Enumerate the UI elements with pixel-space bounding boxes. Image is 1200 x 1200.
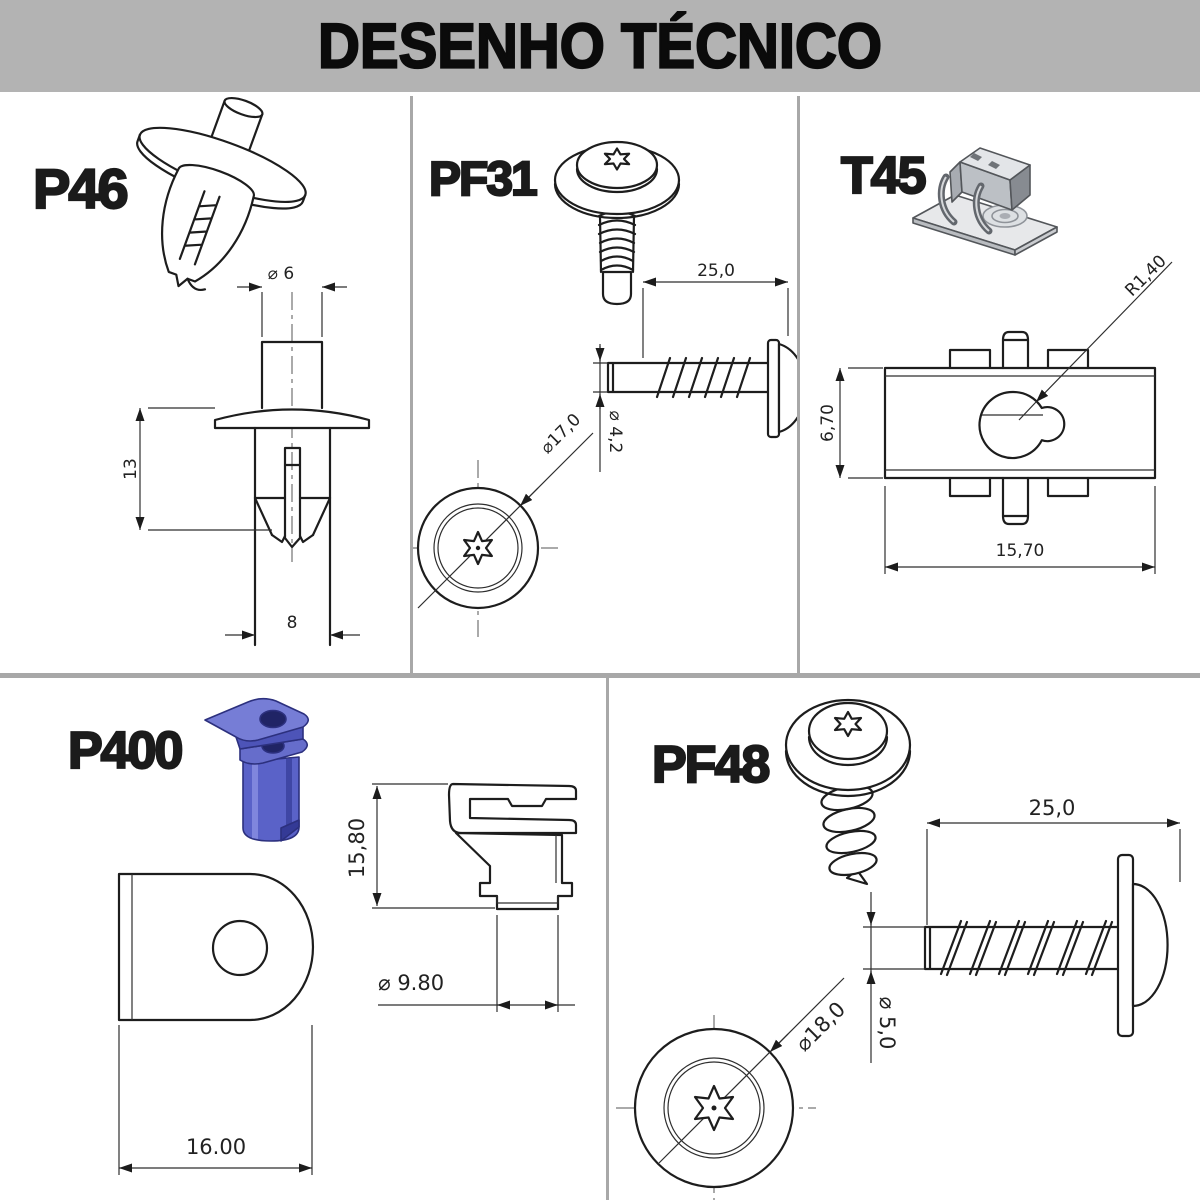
p400-dim-diameter: ⌀ 9.80 — [378, 971, 444, 995]
p400-label: P400 — [68, 722, 182, 780]
pf31-drawing: PF31 — [413, 140, 797, 637]
pf31-top-view — [413, 432, 594, 637]
t45-front-view — [883, 330, 1157, 526]
divider-vertical-3 — [606, 678, 609, 1200]
p400-dim-height: 15,80 — [345, 818, 369, 878]
pf48-dim-shaft-diameter: ⌀ 5,0 — [875, 997, 899, 1050]
pf31-dim-head-diameter: ⌀17,0 — [537, 410, 585, 458]
pf48-top-view — [616, 977, 845, 1200]
p46-dim-width: 8 — [287, 613, 298, 633]
pf48-side-view — [923, 853, 1169, 1038]
pf48-dim-length: 25,0 — [1029, 796, 1076, 820]
divider-horizontal — [0, 673, 1200, 678]
divider-vertical-1 — [410, 96, 413, 673]
p46-dim-diameter: ⌀ 6 — [268, 264, 294, 284]
p46-3d-view — [136, 96, 307, 291]
header-bar: DESENHO TÉCNICO — [0, 0, 1200, 92]
p46-dimensions: ⌀ 6 13 8 — [121, 264, 360, 640]
p46-label: P46 — [33, 157, 127, 220]
page-title: DESENHO TÉCNICO — [317, 10, 883, 82]
pf48-label: PF48 — [652, 736, 769, 794]
pf48-3d-view — [784, 698, 912, 886]
t45-3d-view — [912, 147, 1058, 256]
p400-dimensions: 15,80 ⌀ 9.80 16.00 — [118, 783, 575, 1175]
pf31-dim-length: 25,0 — [697, 261, 735, 281]
t45-drawing: T45 — [818, 146, 1173, 574]
panel-t45: T45 — [800, 92, 1200, 673]
panel-pf31: PF31 — [413, 92, 797, 673]
divider-vertical-2 — [797, 96, 800, 673]
t45-dim-height: 6,70 — [818, 404, 838, 442]
p400-profile-view — [447, 782, 578, 911]
pf48-drawing: PF48 — [616, 698, 1181, 1200]
panel-p400: P400 15,80 — [0, 678, 606, 1200]
pf31-side-view — [606, 338, 797, 439]
panel-pf48: PF48 — [609, 678, 1200, 1200]
pf31-dimensions: 25,0 ⌀ 4,2 ⌀17,0 — [537, 261, 789, 472]
p46-dim-length: 13 — [121, 458, 141, 480]
pf31-dim-shaft-diameter: ⌀ 4,2 — [605, 411, 625, 454]
p400-drawing: P400 15,80 — [67, 697, 578, 1175]
panel-p46: P46 ⌀ 6 13 8 — [0, 92, 410, 673]
t45-dim-radius: R1,40 — [1121, 251, 1170, 300]
p400-dim-width: 16.00 — [186, 1135, 246, 1159]
p400-3d-view — [204, 697, 310, 842]
p46-drawing: P46 ⌀ 6 13 8 — [32, 96, 371, 647]
pf31-3d-view — [553, 140, 681, 306]
t45-label: T45 — [841, 147, 926, 205]
pf48-dim-head-diameter: ⌀18,0 — [791, 997, 850, 1056]
t45-dim-width: 15,70 — [996, 541, 1045, 561]
p400-front-view — [117, 872, 315, 1022]
pf31-label: PF31 — [429, 153, 537, 206]
p46-side-view — [213, 292, 371, 647]
